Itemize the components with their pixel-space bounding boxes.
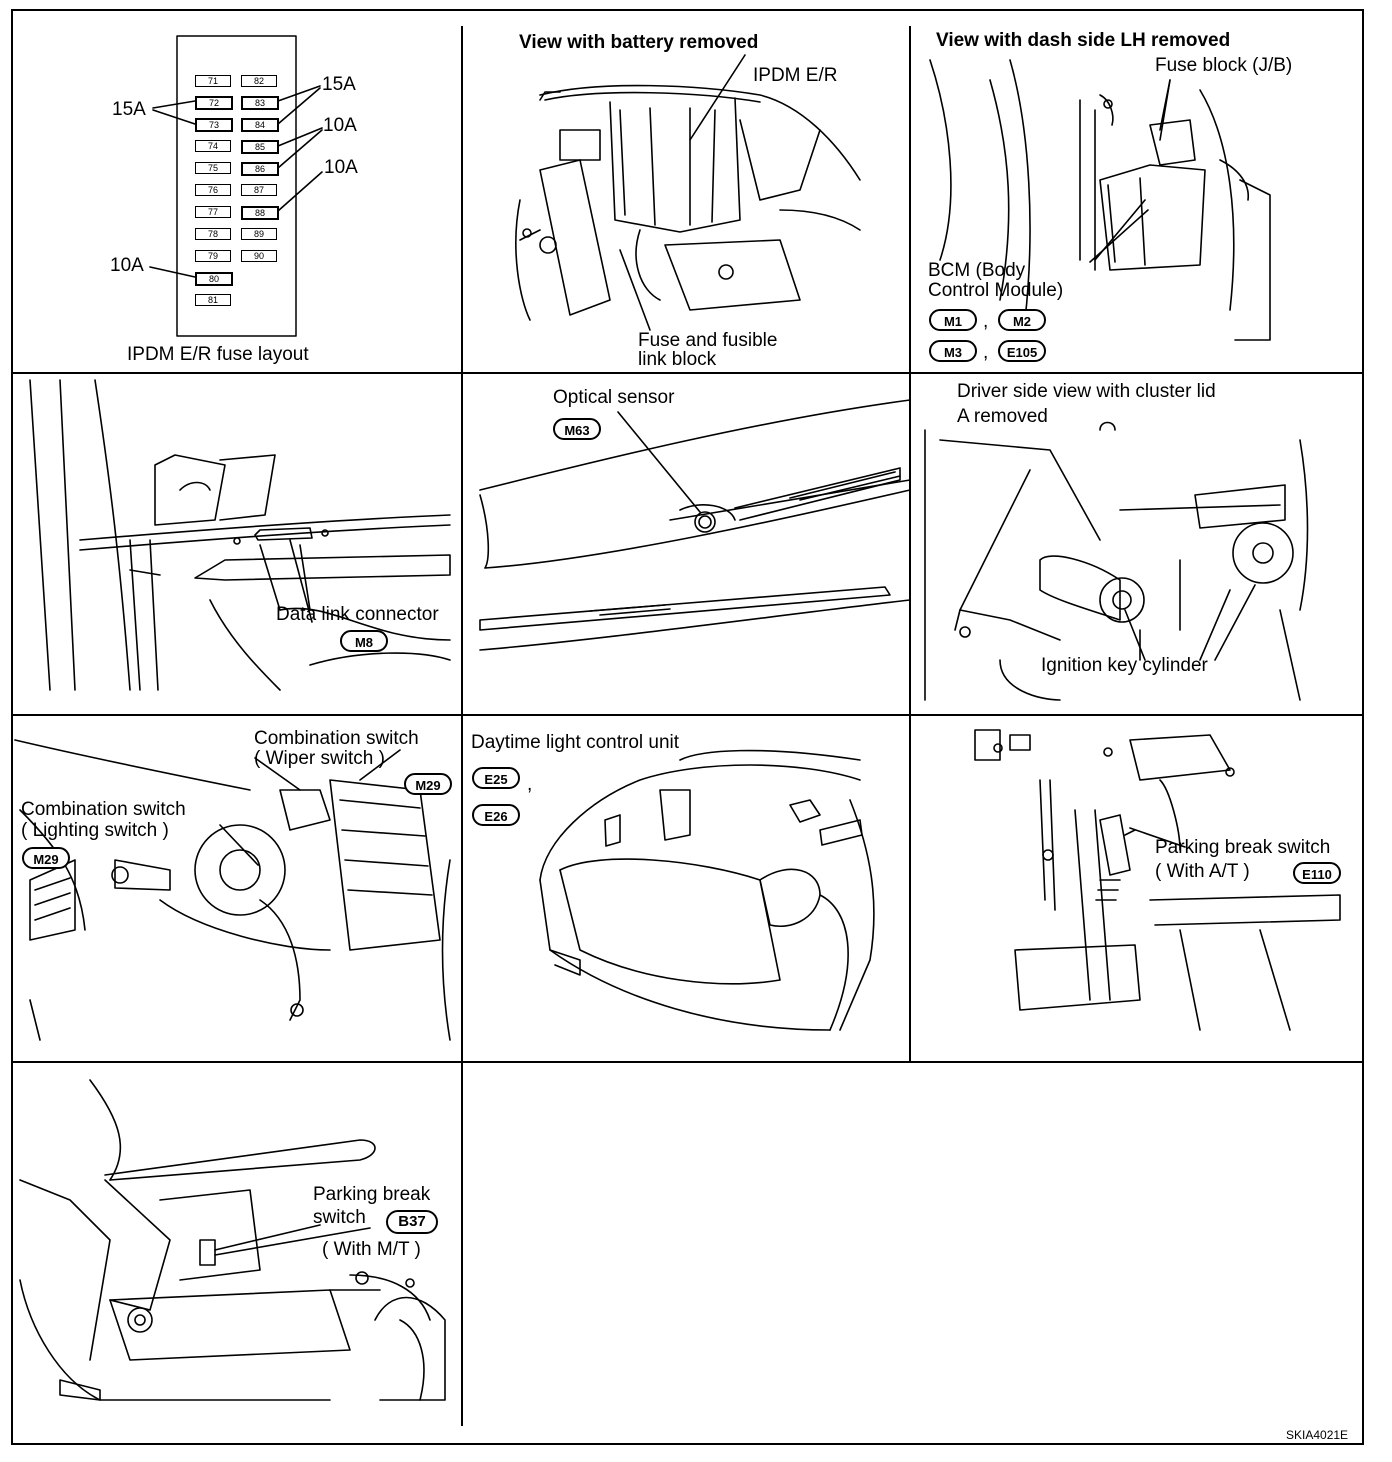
- fuse-slot: 85: [241, 140, 279, 154]
- parking-brake-at-line1: Parking break switch: [1155, 837, 1331, 858]
- ipdm-label: IPDM E/R: [753, 65, 838, 86]
- fuse-slot: 75: [195, 162, 231, 174]
- fuse-block-jb-label: Fuse block (J/B): [1155, 55, 1293, 76]
- wiper-switch-label-line2: ( Wiper switch ): [254, 748, 385, 769]
- bcm-label-line2: Control Module): [928, 280, 1064, 301]
- parking-brake-mt-line1: Parking break: [313, 1184, 431, 1205]
- engine-bay-art: [515, 54, 861, 331]
- panel-title-dash: View with dash side LH removed: [936, 30, 1231, 51]
- ignition-view-line1: Driver side view with cluster lid: [957, 381, 1216, 402]
- windshield-art: [479, 399, 911, 651]
- fuse-slot: 90: [241, 250, 277, 262]
- ignition-key-cylinder-label: Ignition key cylinder: [1041, 655, 1208, 676]
- parking-brake-at-line2: ( With A/T ): [1155, 861, 1250, 882]
- fuse-slot: 87: [241, 184, 277, 196]
- fuse-slot: 86: [241, 162, 279, 176]
- connector-separator: ,: [983, 311, 989, 332]
- amp-label-10a-right-2: 10A: [324, 157, 358, 178]
- ignition-view-line2: A removed: [957, 406, 1048, 427]
- fuse-slot: 77: [195, 206, 231, 218]
- fuse-slot: 84: [241, 118, 279, 132]
- fuse-slot: 81: [195, 294, 231, 306]
- grid-divider: [11, 1061, 1364, 1063]
- parking-brake-mt-line3: ( With M/T ): [322, 1239, 421, 1260]
- grid-divider: [11, 714, 1364, 716]
- fuse-block-label-line2: link block: [638, 349, 717, 370]
- connector-badge-m29-lighting: M29: [22, 847, 70, 869]
- grid-divider: [11, 372, 1364, 374]
- connector-separator: ,: [983, 342, 989, 363]
- grid-divider: [461, 26, 463, 1426]
- connector-badge-e105: E105: [998, 340, 1046, 362]
- connector-badge-b37: B37: [386, 1210, 438, 1234]
- amp-label-10a-left: 10A: [110, 255, 144, 276]
- fuse-slot: 88: [241, 206, 279, 220]
- connector-badge-m8: M8: [340, 630, 388, 652]
- pedal-area-art: [974, 729, 1341, 1031]
- amp-label-15a-left: 15A: [112, 99, 146, 120]
- amp-label-15a-right: 15A: [322, 74, 356, 95]
- fuse-box-outline: [176, 35, 297, 337]
- parking-lever-art: [19, 1079, 446, 1401]
- daytime-light-control-label: Daytime light control unit: [471, 732, 680, 753]
- connector-separator: ,: [527, 774, 533, 795]
- panel-title-battery: View with battery removed: [519, 32, 759, 53]
- car-front-art: [539, 749, 875, 1031]
- amp-label-10a-right-1: 10A: [323, 115, 357, 136]
- ignition-art: [924, 421, 1309, 701]
- diagram-frame: [11, 9, 1364, 1445]
- fuse-slot: 73: [195, 118, 233, 132]
- figure-code: SKIA4021E: [1286, 1428, 1349, 1442]
- grid-divider: [909, 26, 911, 1062]
- fuse-slot: 79: [195, 250, 231, 262]
- parking-brake-mt-line2: switch: [313, 1207, 366, 1228]
- wiper-switch-label-line1: Combination switch: [254, 728, 419, 749]
- dash-under-art: [29, 379, 451, 691]
- connector-badge-m3: M3: [929, 340, 977, 362]
- fuse-slot: 82: [241, 75, 277, 87]
- data-link-connector-label: Data link connector: [276, 604, 439, 625]
- fuse-slot: 72: [195, 96, 233, 110]
- fuse-block-label-line1: Fuse and fusible: [638, 330, 778, 351]
- steering-column-art: [14, 739, 451, 1041]
- connector-badge-e26: E26: [472, 804, 520, 826]
- lighting-switch-label-line2: ( Lighting switch ): [21, 820, 169, 841]
- fuse-slot: 83: [241, 96, 279, 110]
- connector-badge-m63: M63: [553, 418, 601, 440]
- connector-badge-m2: M2: [998, 309, 1046, 331]
- connector-badge-e25: E25: [472, 767, 520, 789]
- fuse-slot: 74: [195, 140, 231, 152]
- lighting-switch-label-line1: Combination switch: [21, 799, 186, 820]
- fuse-layout-caption: IPDM E/R fuse layout: [127, 344, 309, 365]
- connector-badge-m1: M1: [929, 309, 977, 331]
- fuse-slot: 76: [195, 184, 231, 196]
- fuse-slot: 80: [195, 272, 233, 286]
- fuse-slot: 89: [241, 228, 277, 240]
- fuse-slot: 71: [195, 75, 231, 87]
- connector-badge-e110: E110: [1293, 862, 1341, 884]
- fuse-slot: 78: [195, 228, 231, 240]
- dash-side-art: [929, 59, 1271, 341]
- bcm-label-line1: BCM (Body: [928, 260, 1026, 281]
- connector-badge-m29-wiper: M29: [404, 773, 452, 795]
- optical-sensor-label: Optical sensor: [553, 387, 675, 408]
